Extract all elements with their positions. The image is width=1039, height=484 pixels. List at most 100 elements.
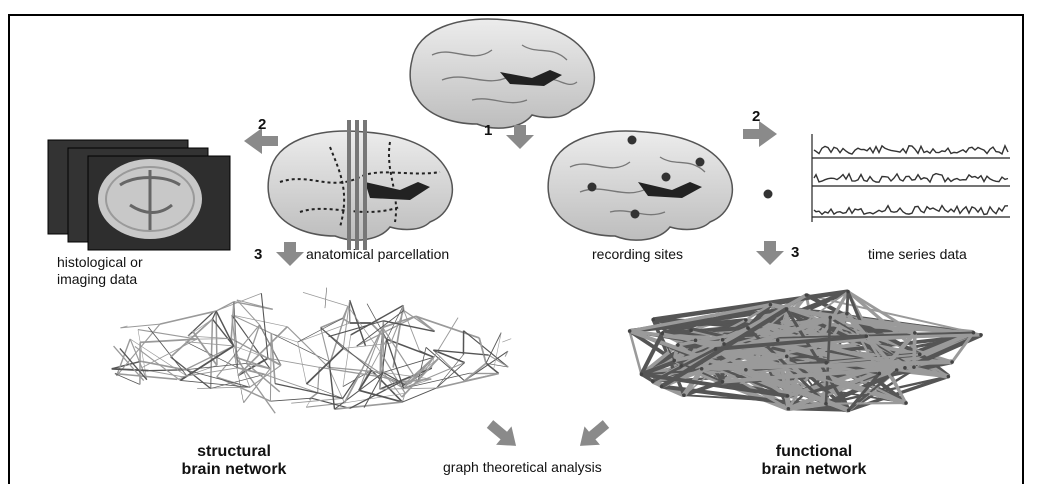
network-node [912,365,916,369]
network-node [694,339,698,343]
step-number-2-left: 2 [258,116,266,133]
network-node [786,394,790,398]
label-functional: functional [744,443,884,461]
top-brain-image [410,19,594,128]
network-edge [348,306,380,352]
network-node [746,326,750,330]
functional-network-graph [628,290,983,412]
network-node [744,368,748,372]
network-edge [436,374,498,388]
network-node [672,359,676,363]
network-edge [246,325,259,364]
parcellation-brain-image [268,120,452,250]
network-node [845,312,849,316]
network-edge [847,292,848,314]
label-structural-brain-network: brain network [164,461,304,479]
label-structural: structural [164,443,304,461]
network-edge [234,302,273,310]
network-edge [142,339,197,368]
arrow-to-analysis-left [482,415,523,455]
network-node [785,307,789,311]
network-edge [479,338,486,363]
recording-brain-image [548,131,772,240]
network-node [682,393,686,397]
step-number-3-left: 3 [254,246,262,263]
network-node [865,334,869,338]
structural-network-graph [112,288,512,414]
histological-image-stack [48,140,230,250]
network-node [824,402,828,406]
network-node [651,380,655,384]
network-edge [306,398,311,407]
label-recording-sites: recording sites [592,246,683,263]
network-edge [502,339,511,342]
network-node [947,375,951,379]
network-edge [270,398,311,401]
label-time-series-data: time series data [868,246,967,263]
network-edge [216,311,234,346]
network-node [769,303,773,307]
network-node [651,318,655,322]
network-node [714,347,718,351]
network-edge [185,346,233,370]
network-node [785,355,789,359]
network-node [660,385,664,389]
network-node [640,372,644,376]
network-node [689,329,693,333]
network-edge [321,328,329,362]
network-node [679,364,683,368]
network-edge [231,339,243,403]
network-edge [265,374,318,392]
time-series-plot [812,134,1010,222]
network-edge [211,319,213,388]
label-imaging-data: imaging data [57,271,137,288]
network-edge [237,300,260,325]
network-node [744,318,748,322]
label-anatomical-parcellation: anatomical parcellation [306,246,449,263]
network-edge [188,312,213,336]
label-functional-brain-network: brain network [744,461,884,479]
network-node [787,407,791,411]
network-node [721,380,725,384]
network-node [628,329,632,333]
network-node [913,331,917,335]
arrow-step3-left [276,242,304,266]
network-edge [344,370,361,403]
network-node [676,343,680,347]
label-histological: histological or [57,254,143,271]
step-number-1: 1 [484,122,492,139]
network-node [903,366,907,370]
network-edge [138,330,197,340]
network-node [972,331,976,335]
arrow-step3-right [756,241,784,265]
network-edge [494,333,502,370]
network-node [918,353,922,357]
network-edge [112,369,149,371]
network-node [847,409,851,413]
network-node [824,361,828,365]
network-node [979,333,983,337]
arrow-step1 [506,125,534,149]
network-node [660,332,664,336]
network-node [950,360,954,364]
network-node [846,290,850,294]
network-node [700,367,704,371]
network-node [895,368,899,372]
network-node [828,316,832,320]
step-number-3-right: 3 [791,244,799,261]
network-node [722,342,726,346]
network-edge [149,371,182,377]
network-node [904,401,908,405]
network-node [776,338,780,342]
label-graph-theoretical-analysis: graph theoretical analysis [443,459,602,476]
arrow-to-analysis-right [572,415,613,455]
network-edge [298,318,343,342]
network-node [805,293,809,297]
network-node [878,372,882,376]
network-edge [383,327,418,381]
network-edge [325,288,327,309]
network-node [721,338,725,342]
network-edge [271,333,329,361]
step-number-2-right: 2 [752,108,760,125]
